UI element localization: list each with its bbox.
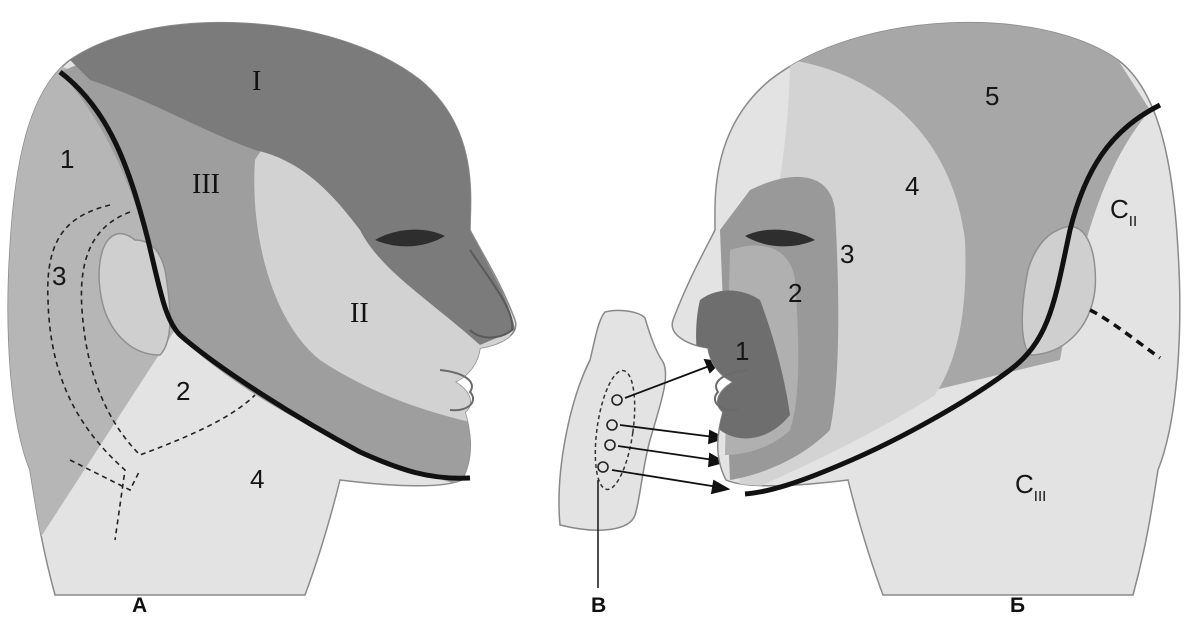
label-b-zone-3: 3 bbox=[840, 239, 854, 269]
panel-v: В bbox=[559, 310, 728, 617]
head-b: 1 2 3 4 5 CII CIII Б bbox=[672, 21, 1180, 617]
panel-label-b: Б bbox=[1010, 594, 1025, 617]
label-b-zone-5: 5 bbox=[985, 81, 999, 111]
label-a-zone-1: 1 bbox=[60, 144, 74, 174]
label-a-zone-4: 4 bbox=[250, 464, 264, 494]
head-a: 1 2 3 4 I II III А bbox=[0, 23, 516, 617]
arrow-head-4 bbox=[712, 481, 728, 493]
label-b-zone-1: 1 bbox=[735, 336, 749, 366]
label-a-trigeminal-II: II bbox=[350, 298, 369, 329]
label-a-trigeminal-I: I bbox=[252, 66, 261, 97]
label-a-trigeminal-III: III bbox=[192, 169, 220, 200]
label-b-zone-4: 4 bbox=[905, 171, 919, 201]
label-a-zone-3: 3 bbox=[52, 261, 66, 291]
panel-label-a: А bbox=[132, 594, 147, 617]
panel-label-v: В bbox=[591, 594, 606, 617]
label-b-zone-2: 2 bbox=[788, 278, 802, 308]
label-a-zone-2: 2 bbox=[176, 376, 190, 406]
